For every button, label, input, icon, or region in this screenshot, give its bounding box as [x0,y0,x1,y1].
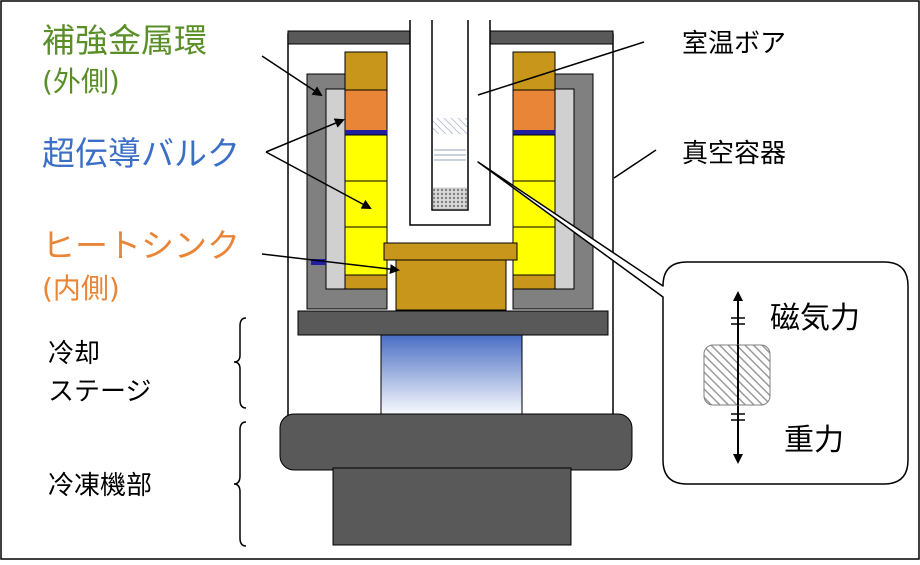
bulk-right-2 [512,180,556,228]
bulk-left-1 [344,134,388,182]
spacer-left [345,130,387,135]
bulk-left-2 [344,180,388,228]
force-ticks-lower [731,413,745,421]
label-vacuum-vessel: 真空容器 [682,139,786,169]
leader-ring [261,55,323,97]
heatsink-bridge [383,242,518,261]
marker-left [311,259,326,265]
refrigerator-body [279,413,633,471]
label-bore: 室温ボア [682,29,786,59]
sample-trace-1 [433,118,467,134]
bulk-left-3 [344,226,388,276]
cooling-stage [380,334,523,418]
label-refrigerator: 冷凍機部 [48,471,152,501]
refrigerator-brace [233,421,247,547]
label-cooling-stage-line2: ステージ [48,377,151,407]
bulk-right-3 [512,226,556,276]
bulk-right-1 [512,134,556,182]
label-gravity: 重力 [784,423,844,458]
leader-bulk-2 [265,151,372,209]
label-reinforcement-ring-sub: (外側) [42,65,120,98]
bore-inner [431,20,469,211]
label-heatsink: ヒートシンク [42,226,240,265]
heatsink-center [395,259,507,311]
force-ticks-upper [731,317,745,325]
label-heatsink-sub: (内側) [42,272,120,305]
label-magnetic-force: 磁気力 [770,301,860,336]
sample-levitated [432,187,468,210]
zoom-callout [477,161,909,485]
heatsink-orange-left [344,89,388,133]
label-bulk: 超伝導バルク [42,134,240,173]
refrigerator-column [332,467,572,546]
label-reinforcement-ring: 補強金属環 [42,21,207,60]
label-cooling-stage-line1: 冷却 [48,339,100,369]
spacer-right [513,130,555,135]
leader-vessel [613,149,657,179]
leader-bulk-1 [265,118,345,153]
leader-bore [477,41,645,96]
sample-trace-2 [434,149,466,161]
leader-heatsink [261,253,400,275]
cooling-stage-brace [233,317,247,409]
cooling-stage-plate [297,310,609,336]
heatsink-orange-right [512,89,556,133]
